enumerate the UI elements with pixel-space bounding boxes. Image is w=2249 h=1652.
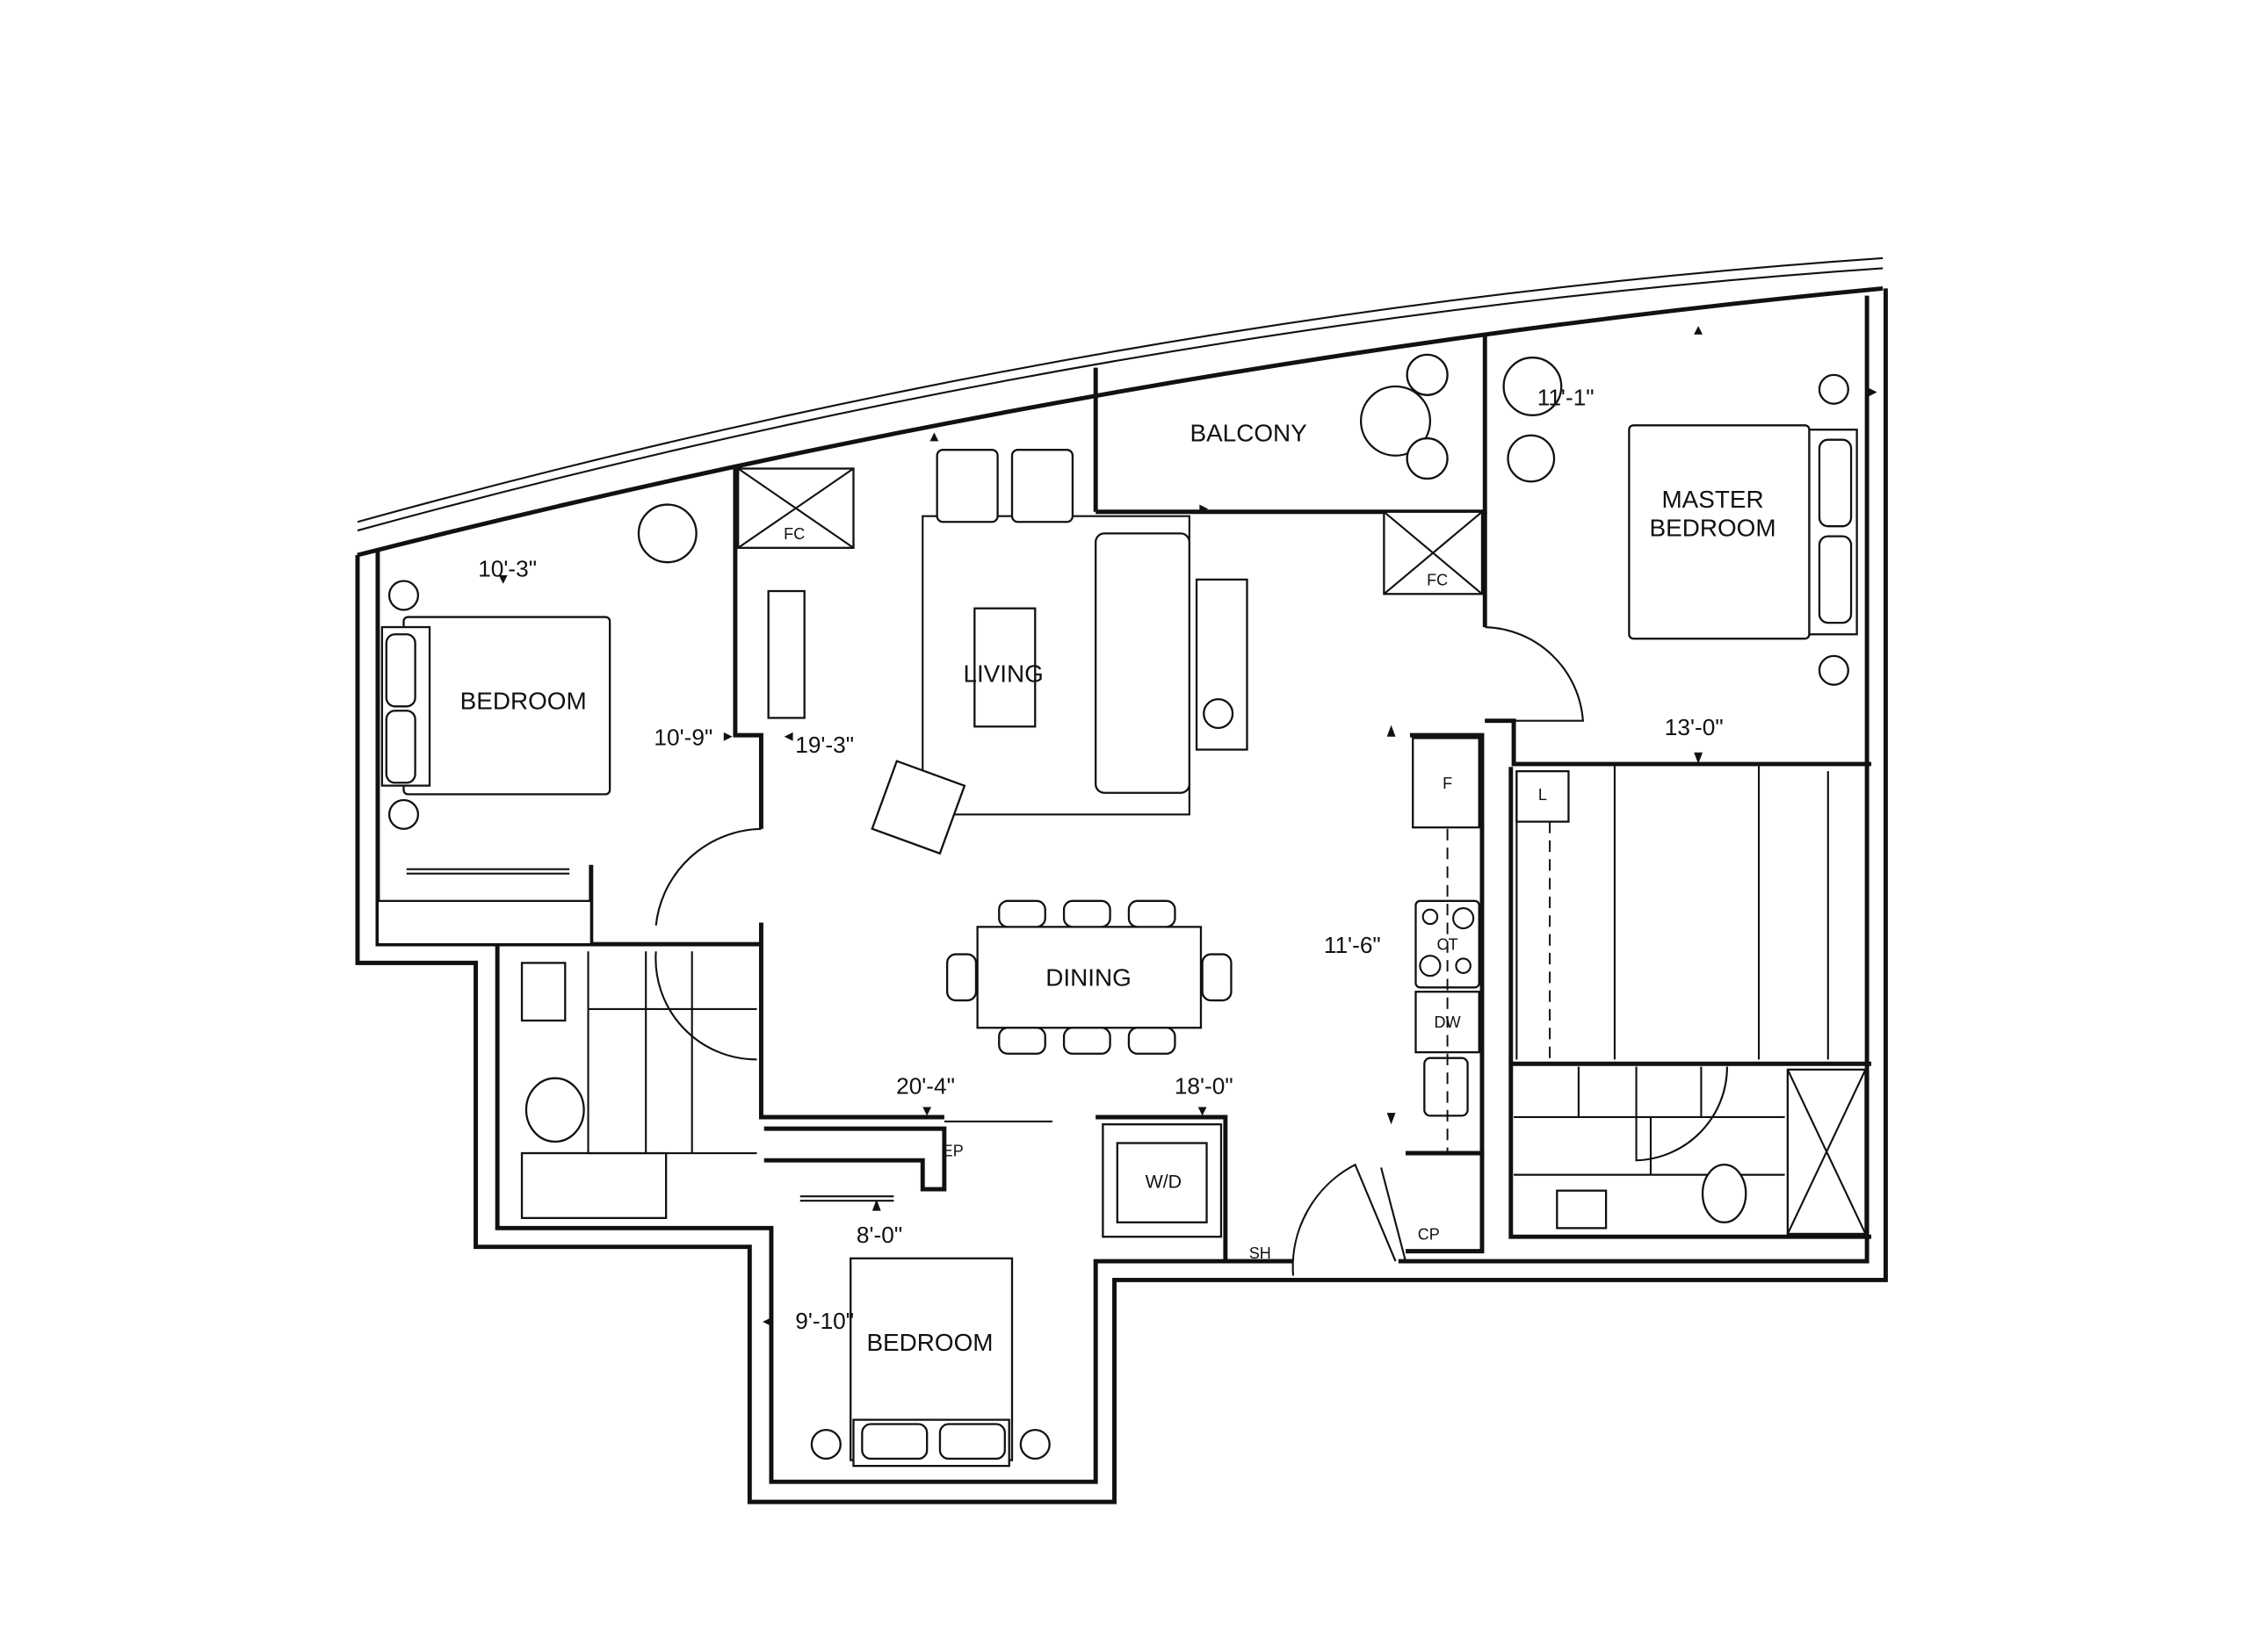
linen-label: L bbox=[1538, 786, 1547, 804]
fridge-label: F bbox=[1443, 775, 1452, 792]
fan-coil-east: FC bbox=[1383, 510, 1484, 595]
chair bbox=[936, 449, 999, 523]
dimension-label: 11'-1" bbox=[1537, 384, 1595, 410]
kitchen-sink bbox=[1423, 1057, 1469, 1117]
nightstand-lamp bbox=[387, 798, 420, 830]
room-label-balcony: BALCONY bbox=[1190, 419, 1307, 446]
bathtub bbox=[520, 1151, 668, 1220]
living-room: LIVING 19'-3" bbox=[767, 449, 1248, 855]
side-table bbox=[1507, 434, 1556, 483]
room-label-bedroom-west: BEDROOM bbox=[460, 688, 587, 715]
exterior-wall bbox=[355, 288, 1888, 1504]
washer-dryer bbox=[1116, 1142, 1208, 1223]
closet bbox=[376, 899, 592, 946]
pillow bbox=[385, 633, 416, 708]
dimension-label: 18'-0" bbox=[1175, 1073, 1233, 1100]
sofa bbox=[1095, 532, 1190, 794]
master-bedroom: MASTER BEDROOM 11'-1" 13'-0" bbox=[1485, 357, 1858, 740]
nightstand-lamp bbox=[387, 580, 420, 611]
dimension-label: 10'-9" bbox=[654, 725, 712, 751]
coat-closet-label: CP bbox=[1418, 1225, 1440, 1243]
sink bbox=[1556, 1189, 1608, 1230]
toilet bbox=[1701, 1163, 1747, 1223]
fridge bbox=[1412, 737, 1480, 829]
dining-room: DINING 20'-4" 18'-0" bbox=[896, 899, 1233, 1122]
sink bbox=[520, 962, 567, 1022]
toilet bbox=[524, 1077, 585, 1143]
dimension-label: 19'-3" bbox=[795, 732, 854, 758]
chair bbox=[1010, 449, 1074, 523]
tv-unit bbox=[767, 589, 806, 719]
bathroom-west bbox=[520, 951, 757, 1220]
dimension-label: 20'-4" bbox=[896, 1073, 955, 1100]
linen bbox=[1515, 769, 1570, 823]
room-label-master: MASTER bbox=[1661, 486, 1763, 513]
exterior-curve bbox=[357, 256, 1884, 558]
bedroom-south: BEDROOM 8'-0" 9'-10" bbox=[795, 1195, 1051, 1468]
balcony-chair bbox=[1406, 353, 1449, 396]
dining-chairs bbox=[946, 899, 1233, 1055]
pillow bbox=[385, 710, 416, 784]
dimension-label: 8'-0" bbox=[857, 1222, 902, 1248]
armchair bbox=[1502, 357, 1563, 416]
electrical-panel-label: EP bbox=[943, 1142, 964, 1159]
laundry: W/D SH CP EP bbox=[943, 1123, 1440, 1276]
dimension-arrows bbox=[498, 326, 1877, 1326]
dimension-label: 11'-6" bbox=[1324, 932, 1381, 958]
dimension-label: 13'-0" bbox=[1665, 714, 1724, 740]
room-label-master: BEDROOM bbox=[1650, 515, 1776, 542]
interior-walls bbox=[497, 334, 1872, 1264]
balcony: BALCONY bbox=[1190, 353, 1449, 480]
balcony-table bbox=[1359, 385, 1432, 457]
shelf-label: SH bbox=[1249, 1244, 1271, 1262]
kitchen: F CT DW 11'-6" bbox=[1324, 737, 1480, 1154]
pillow bbox=[938, 1423, 1006, 1461]
armchair bbox=[637, 503, 698, 564]
room-label-living: LIVING bbox=[963, 660, 1043, 687]
room-label-dining: DINING bbox=[1045, 964, 1132, 992]
bedroom-west: BEDROOM 10'-3" 10'-9" bbox=[376, 503, 762, 946]
coffee-table bbox=[973, 607, 1037, 728]
fc-label: FC bbox=[1427, 571, 1448, 588]
dimension-label: 9'-10" bbox=[795, 1308, 854, 1334]
ensuite-bathroom bbox=[1514, 1066, 1867, 1236]
washer-dryer-label: W/D bbox=[1146, 1171, 1182, 1192]
armchair bbox=[871, 760, 966, 855]
walk-in-closet: L bbox=[1515, 763, 1829, 1060]
room-label-bedroom-south: BEDROOM bbox=[866, 1329, 993, 1356]
dimension-label: 10'-3" bbox=[478, 556, 537, 582]
pillow bbox=[861, 1423, 929, 1461]
fc-label: FC bbox=[784, 525, 805, 543]
balcony-chair bbox=[1406, 436, 1449, 480]
fan-coil-west: FC bbox=[737, 467, 855, 549]
